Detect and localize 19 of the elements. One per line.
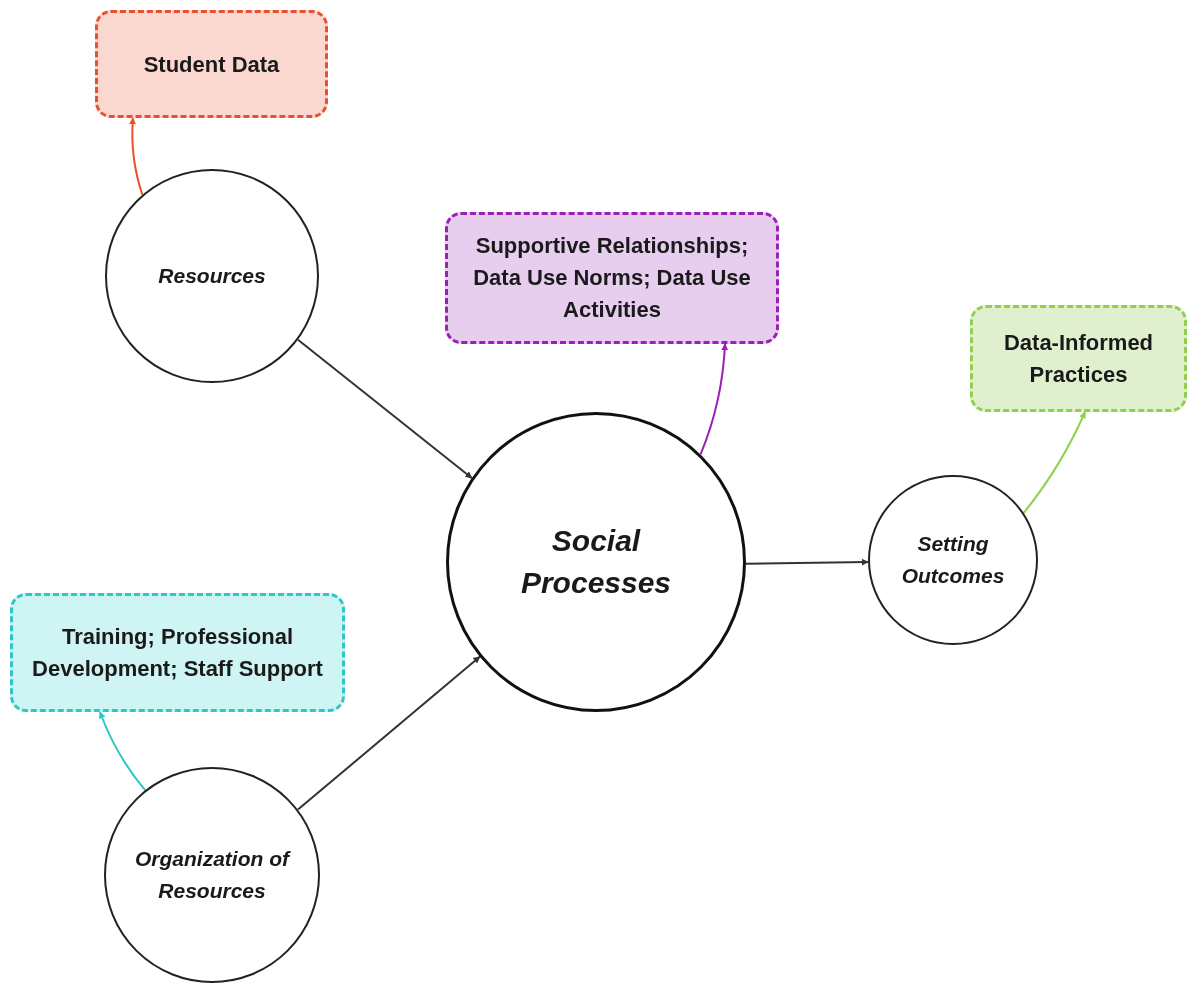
node-label: Setting Outcomes [900,531,1006,589]
dashed-box [970,305,1187,412]
dashed-box [95,10,328,118]
arrow [1022,411,1086,514]
node-label: Resources [157,263,267,290]
node-label: Student Data [142,50,281,79]
arrow [297,338,473,479]
arrow [129,117,144,196]
arrow [296,655,481,811]
arrow [745,558,870,566]
node-label: Training; Professional Development; Staff Support [31,622,324,683]
node-label: Social Processes [519,523,673,601]
node-label: Organization of Resources [134,846,292,904]
arrow [98,711,147,792]
dashed-box [10,593,345,712]
node-label: Data-Informed Practices [1002,328,1155,389]
arrow [699,343,729,456]
dashed-box [445,212,779,344]
node-label: Supportive Relationships; Data Use Norms; Data Use Activities [472,232,752,324]
